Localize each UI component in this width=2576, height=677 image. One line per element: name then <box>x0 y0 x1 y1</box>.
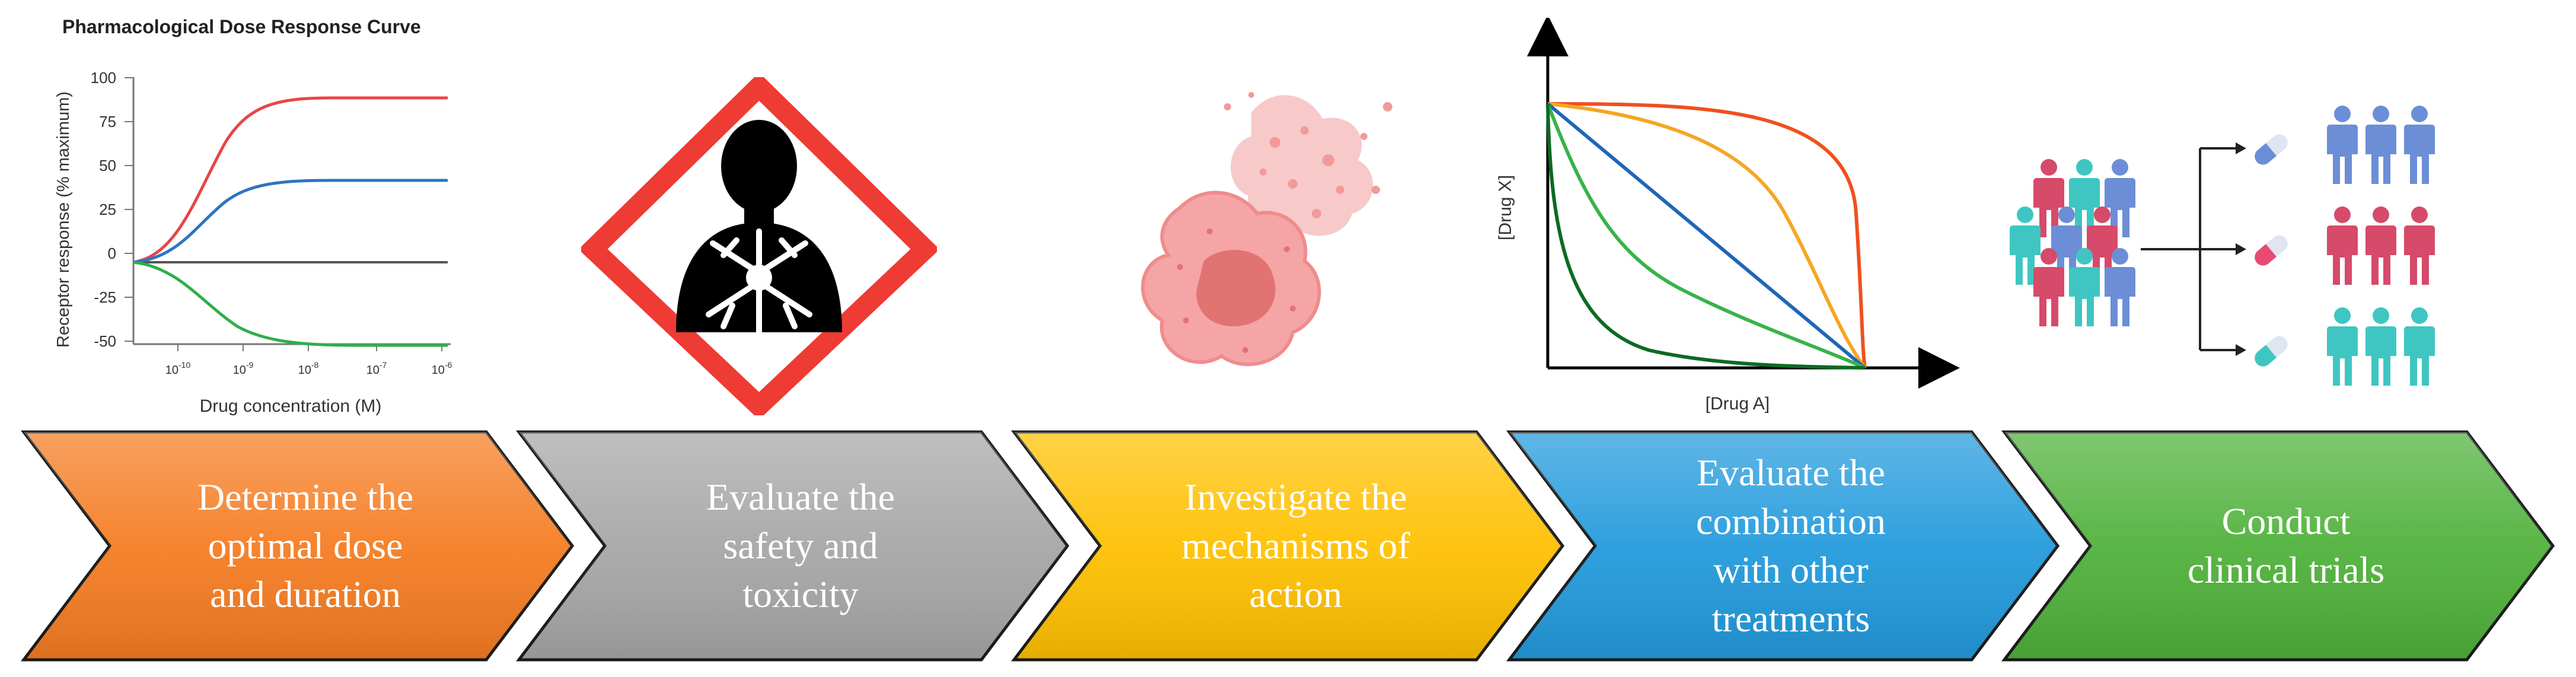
pill-icon <box>2255 336 2288 367</box>
y-axis-label: [Drug X] <box>1496 175 1515 240</box>
step-line: and duration <box>210 573 401 615</box>
chevron-step-2 <box>515 430 1070 662</box>
step-label-4: Evaluate the combination with other trea… <box>1598 433 1984 659</box>
step-line: treatments <box>1711 597 1870 640</box>
x-tick-label: 10-9 <box>233 360 254 377</box>
isobole-dark-green <box>1546 103 1866 370</box>
y-tick-label: 75 <box>99 113 116 131</box>
group-blue <box>2327 106 2435 184</box>
isobole-yellow <box>1547 102 1867 369</box>
x-tick-label: 10-10 <box>165 360 191 377</box>
step-label-2: Evaluate the safety and toxicity <box>608 439 993 653</box>
x-tick-label: 10-8 <box>298 360 319 377</box>
y-tick-labels: 100 75 50 25 0 -25 -50 <box>91 69 116 350</box>
step-line: safety and <box>723 525 878 567</box>
step-line: combination <box>1696 500 1886 542</box>
pill-icon <box>2255 235 2288 266</box>
x-tick-labels: 10-10 10-9 10-8 10-7 10-6 <box>165 360 452 377</box>
y-tick-label: 50 <box>99 157 116 174</box>
step-line: clinical trials <box>2187 549 2385 591</box>
y-tick-label: 25 <box>99 201 116 218</box>
step-label-1: Determine the optimal dose and duration <box>113 439 498 653</box>
step-line: with other <box>1713 549 1869 591</box>
step-line: toxicity <box>742 573 859 615</box>
chart-title: Pharmacological Dose Response Curve <box>62 16 421 37</box>
process-chevrons <box>20 430 2555 662</box>
y-axis-label: Receptor response (% maximum) <box>54 91 73 348</box>
isobole-blue <box>1547 102 1866 370</box>
step-line: action <box>1249 573 1343 615</box>
chevron-step-1 <box>20 430 575 662</box>
step-line: Evaluate the <box>706 476 895 518</box>
group-red <box>2327 206 2435 285</box>
step-line: mechanisms of <box>1181 525 1410 567</box>
step-label-5: Conduct clinical trials <box>2093 439 2479 653</box>
pill-icon <box>2255 134 2288 165</box>
step-line: Determine the <box>197 476 414 518</box>
y-tick-label: -25 <box>94 288 116 306</box>
red-curve <box>133 96 448 264</box>
step-label-3: Investigate the mechanisms of action <box>1103 439 1488 653</box>
x-axis-label: [Drug A] <box>1705 394 1770 414</box>
green-curve <box>133 260 448 347</box>
y-tick-label: 0 <box>108 244 116 262</box>
cell-icon <box>1141 92 1392 366</box>
dose-response-chart: Pharmacological Dose Response Curve 100 … <box>54 16 452 415</box>
x-tick-label: 10-7 <box>366 360 387 377</box>
chevron-step-5 <box>2001 430 2555 662</box>
y-tick-label: -50 <box>94 332 116 350</box>
x-axis-label: Drug concentration (M) <box>200 396 382 415</box>
step-line: Evaluate the <box>1696 452 1886 494</box>
step-line: Conduct <box>2221 500 2351 542</box>
blue-curve <box>133 179 448 264</box>
isobologram-chart: [Drug X] [Drug A] <box>1496 18 1960 414</box>
y-tick-label: 100 <box>91 69 116 87</box>
isobole-light-green <box>1546 103 1866 370</box>
x-tick-label: 10-6 <box>432 360 452 377</box>
step-line: Investigate the <box>1184 476 1407 518</box>
isobole-orange <box>1547 102 1867 368</box>
group-teal <box>2327 307 2435 386</box>
step-line: optimal dose <box>208 525 403 567</box>
chevron-step-4 <box>1506 430 2060 662</box>
health-hazard-icon <box>581 77 937 415</box>
population-group <box>2010 159 2135 326</box>
clinical-trial-icon <box>2010 106 2435 386</box>
chevron-step-3 <box>1010 430 1565 662</box>
